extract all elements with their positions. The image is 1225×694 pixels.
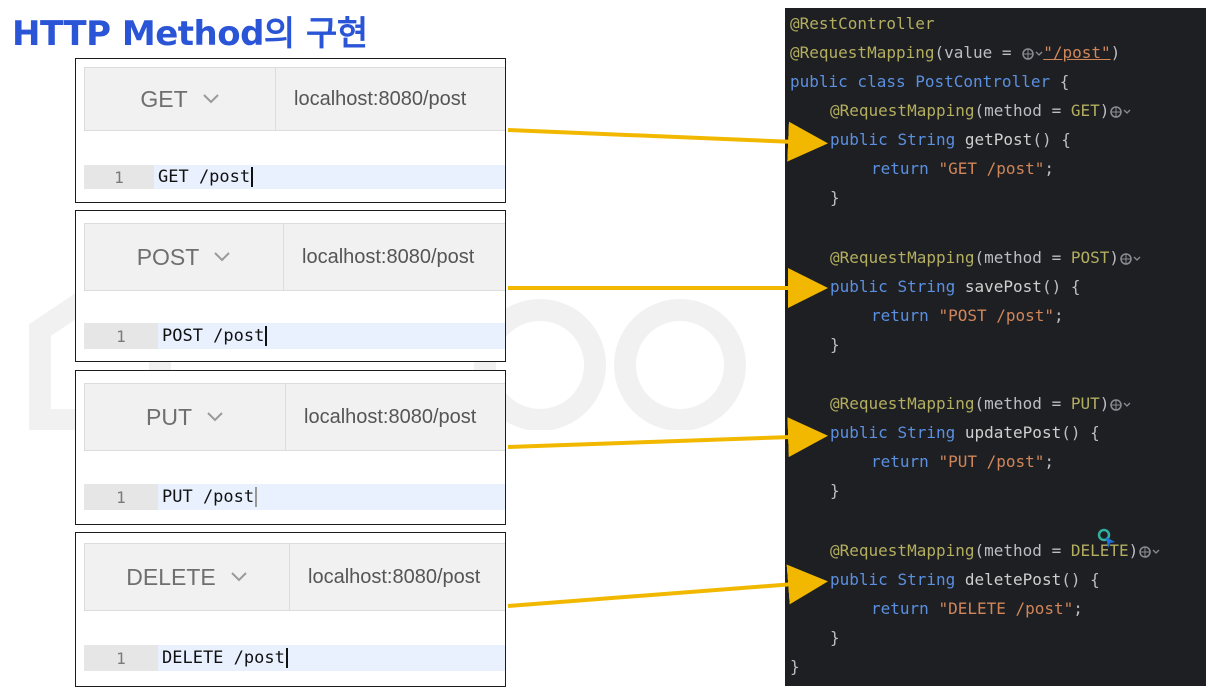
code-line: public String deletePost() { xyxy=(830,570,1100,589)
method-select[interactable]: POST xyxy=(85,224,284,290)
method-label: POST xyxy=(136,243,200,270)
method-select[interactable]: DELETE xyxy=(85,544,290,610)
method-label: GET xyxy=(140,85,188,112)
text-cursor xyxy=(285,648,288,668)
chevron-down-icon xyxy=(214,252,231,262)
code-line: @RequestMapping(method = GET) xyxy=(830,100,1131,122)
method-label: DELETE xyxy=(126,563,216,590)
globe-icon xyxy=(1110,398,1131,411)
body-editor[interactable]: 1 DELETE /post xyxy=(84,645,505,671)
request-bar: POST localhost:8080/post xyxy=(84,223,505,291)
body-line[interactable]: PUT /post xyxy=(158,484,505,510)
request-panel-put: PUT localhost:8080/post 1 PUT /post xyxy=(75,370,506,525)
mouse-cursor-icon xyxy=(1097,528,1115,548)
body-text: DELETE /post xyxy=(162,648,285,668)
body-text: GET /post xyxy=(158,167,251,187)
chevron-down-icon xyxy=(231,572,247,582)
body-editor[interactable]: 1 GET /post xyxy=(84,165,505,189)
request-bar: DELETE localhost:8080/post xyxy=(84,543,505,611)
code-line: @RequestMapping(value = "/post") xyxy=(790,43,1121,62)
method-label: PUT xyxy=(146,403,192,430)
body-editor[interactable]: 1 POST /post xyxy=(84,323,505,349)
text-cursor xyxy=(255,487,258,507)
text-cursor xyxy=(251,167,254,187)
code-line: return "DELETE /post"; xyxy=(871,599,1083,618)
request-panel-delete: DELETE localhost:8080/post 1 DELETE /pos… xyxy=(75,532,506,687)
url-input[interactable]: localhost:8080/post xyxy=(302,245,475,268)
code-line: return "POST /post"; xyxy=(871,306,1064,325)
arrow-put xyxy=(507,417,828,458)
text-cursor xyxy=(265,326,268,346)
code-line: } xyxy=(830,481,840,500)
line-number: 1 xyxy=(84,165,154,189)
globe-icon xyxy=(1022,47,1043,60)
arrow-delete xyxy=(507,564,828,608)
code-line: @RequestMapping(method = POST) xyxy=(830,247,1141,269)
chevron-down-icon xyxy=(202,94,219,104)
code-line: } xyxy=(830,335,840,354)
url-input[interactable]: localhost:8080/post xyxy=(294,87,467,110)
body-text: POST /post xyxy=(162,326,265,346)
line-number: 1 xyxy=(84,645,158,671)
globe-icon xyxy=(1139,545,1160,558)
code-line: @RequestMapping(method = PUT) xyxy=(830,393,1131,415)
code-line: public String savePost() { xyxy=(830,277,1081,296)
request-panel-get: GET localhost:8080/post 1 GET /post xyxy=(75,58,506,203)
url-input[interactable]: localhost:8080/post xyxy=(308,565,481,588)
code-line: @RequestMapping(method = DELETE) xyxy=(830,540,1160,562)
code-line: } xyxy=(790,657,800,676)
code-line: public class PostController { xyxy=(790,72,1070,91)
request-bar: PUT localhost:8080/post xyxy=(84,383,505,451)
globe-icon xyxy=(1110,105,1131,118)
url-input[interactable]: localhost:8080/post xyxy=(304,405,477,428)
code-line: return "GET /post"; xyxy=(871,159,1055,178)
body-line[interactable]: POST /post xyxy=(158,323,505,349)
code-line: return "PUT /post"; xyxy=(871,452,1055,471)
code-line: public String getPost() { xyxy=(830,130,1071,149)
code-line: } xyxy=(830,628,840,647)
code-line: public String updatePost() { xyxy=(830,423,1100,442)
body-line[interactable]: GET /post xyxy=(154,165,505,189)
slide-title: HTTP Method의 구현 xyxy=(12,14,368,54)
line-number: 1 xyxy=(84,484,158,510)
method-select[interactable]: GET xyxy=(85,68,276,130)
code-line: @RestController xyxy=(790,14,935,33)
body-line[interactable]: DELETE /post xyxy=(158,645,505,671)
code-editor[interactable]: @RestController @RequestMapping(value = … xyxy=(785,8,1206,686)
globe-icon xyxy=(1120,252,1141,265)
body-text: PUT /post xyxy=(162,487,255,507)
request-panel-post: POST localhost:8080/post 1 POST /post xyxy=(75,210,506,362)
chevron-down-icon xyxy=(207,412,223,422)
line-number: 1 xyxy=(84,323,158,349)
body-editor[interactable]: 1 PUT /post xyxy=(84,484,505,510)
code-line: } xyxy=(830,188,840,207)
method-select[interactable]: PUT xyxy=(85,384,286,450)
arrow-get xyxy=(507,121,828,162)
request-bar: GET localhost:8080/post xyxy=(84,67,505,131)
